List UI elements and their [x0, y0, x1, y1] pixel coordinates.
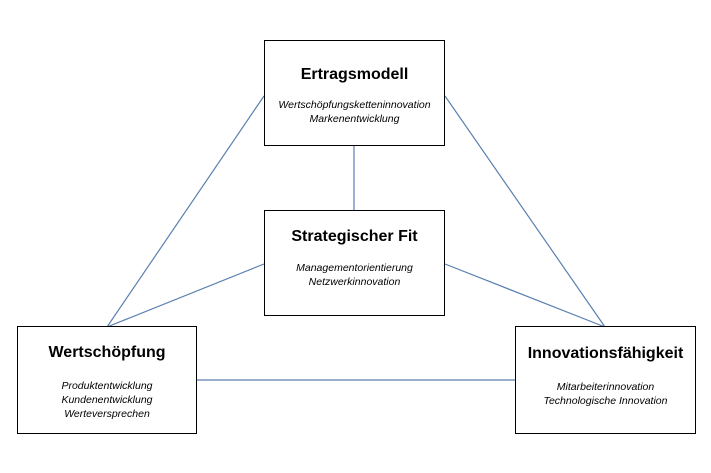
node-innovationsfaehigkeit: Innovationsfähigkeit Mitarbeiterinnovati… [515, 326, 696, 434]
node-item: Wertschöpfungsketteninnovation [278, 99, 431, 111]
node-title: Ertragsmodell [300, 66, 409, 83]
edge-ertragsmodell-innovationsfaehigkeit [444, 95, 606, 328]
node-item: Werteversprechen [64, 408, 150, 420]
node-items: Managementorientierung Netzwerkinnovatio… [265, 261, 444, 289]
node-item: Kundenentwicklung [61, 394, 153, 406]
node-item: Managementorientierung [296, 262, 413, 274]
node-item: Technologische Innovation [543, 395, 668, 407]
node-items: Wertschöpfungsketteninnovation Markenent… [265, 98, 444, 126]
node-items: Produktentwicklung Kundenentwicklung Wer… [18, 379, 196, 421]
node-ertragsmodell: Ertragsmodell Wertschöpfungsketteninnova… [264, 40, 445, 146]
node-item: Mitarbeiterinnovation [556, 381, 655, 393]
node-item: Markenentwicklung [309, 113, 400, 125]
node-item: Netzwerkinnovation [308, 276, 401, 288]
node-item: Produktentwicklung [61, 380, 153, 392]
node-items: Mitarbeiterinnovation Technologische Inn… [516, 380, 695, 408]
node-title: Wertschöpfung [48, 344, 166, 361]
node-wertschoepfung: Wertschöpfung Produktentwicklung Kundene… [17, 326, 197, 434]
edge-ertragsmodell-wertschoepfung [106, 95, 265, 328]
node-title: Innovationsfähigkeit [527, 345, 684, 362]
node-title: Strategischer Fit [291, 228, 418, 245]
edge-strategischer-fit-innovationsfaehigkeit [444, 263, 606, 328]
node-strategischer-fit: Strategischer Fit Managementorientierung… [264, 210, 445, 316]
edge-strategischer-fit-wertschoepfung [106, 263, 265, 328]
